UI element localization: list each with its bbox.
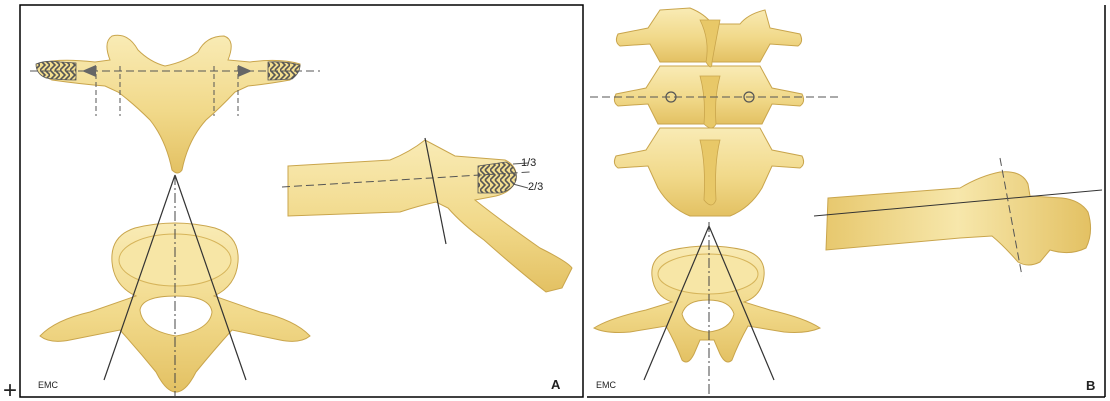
axial-b-body-top bbox=[658, 254, 758, 294]
panel-b-letter: B bbox=[1086, 378, 1095, 393]
lateral-hatch-tip bbox=[478, 162, 516, 193]
cursor-crosshair-icon: + bbox=[3, 377, 17, 401]
ratio-lower-label: 2/3 bbox=[528, 181, 543, 193]
panel-a-letter: A bbox=[551, 377, 561, 392]
ratio-upper-label: 1/3 bbox=[521, 157, 536, 169]
panel-a-credit: EMC bbox=[38, 380, 59, 390]
panel-b-credit: EMC bbox=[596, 380, 617, 390]
panel-a: 1/3 2/3 EMC A bbox=[20, 5, 583, 397]
panel-b: EMC B bbox=[587, 5, 1105, 397]
